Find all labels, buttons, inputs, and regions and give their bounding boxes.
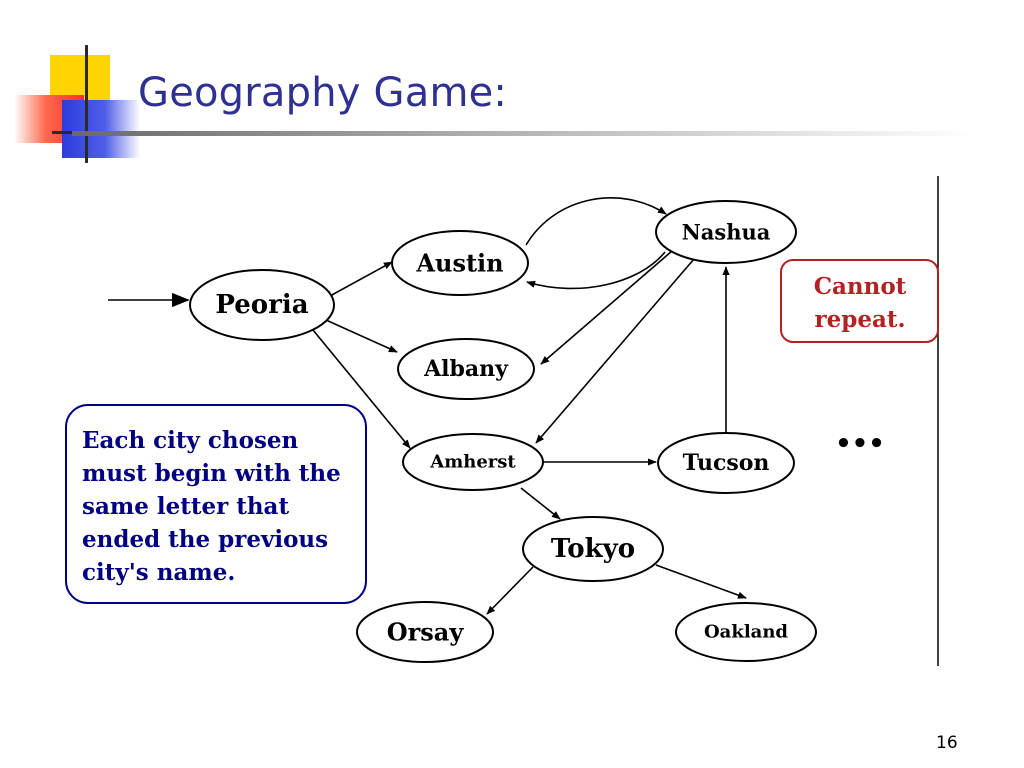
note-line: city's name. <box>82 559 235 586</box>
city-node-albany: Albany <box>397 338 535 400</box>
note-line: same letter that <box>82 493 289 520</box>
edge-peoria-to-austin <box>329 261 393 297</box>
edge-tokyo-to-oakland <box>655 564 747 599</box>
rule-note: Each city chosen must begin with the same … <box>65 404 367 604</box>
note-line: repeat. <box>814 306 905 333</box>
city-node-label: Orsay <box>387 618 465 647</box>
city-node-tokyo: Tokyo <box>522 516 664 582</box>
city-node-label: Nashua <box>682 220 771 245</box>
edge-amherst-to-tokyo <box>520 487 561 520</box>
city-node-label: Tokyo <box>551 534 635 564</box>
note-line: ended the previous <box>82 526 328 553</box>
repeat-note: Cannot repeat. <box>780 259 939 343</box>
city-node-ellipse <box>675 602 817 662</box>
city-node-orsay: Orsay <box>356 601 494 663</box>
edges-layer <box>108 197 747 615</box>
city-node-ellipse <box>356 601 494 663</box>
city-node-label: Tucson <box>683 450 770 476</box>
edge-tokyo-to-orsay <box>486 566 534 615</box>
edge-nashua-to-albany <box>540 250 673 365</box>
city-node-ellipse <box>657 432 795 494</box>
city-node-austin: Austin <box>391 230 529 296</box>
edge-austin-to-nashua <box>525 197 667 246</box>
city-node-ellipse <box>402 433 544 491</box>
city-node-ellipse <box>391 230 529 296</box>
rule-note-box <box>65 404 367 604</box>
edge-nashua-to-amherst <box>535 258 695 444</box>
city-node-label: Peoria <box>215 290 308 320</box>
city-node-amherst: Amherst <box>402 433 544 491</box>
slide-title: Geography Game: <box>138 70 508 116</box>
title-underline <box>72 131 972 136</box>
title-decoration-blue <box>62 100 140 158</box>
city-node-label: Oakland <box>704 622 788 643</box>
edge-peoria-to-amherst <box>312 329 411 449</box>
city-node-label: Albany <box>423 356 509 382</box>
city-node-tucson: Tucson <box>657 432 795 494</box>
rule-note-text: Each city chosen must begin with the same … <box>82 427 341 586</box>
title-decoration-vertical-line <box>85 45 88 163</box>
city-node-ellipse <box>397 338 535 400</box>
city-node-ellipse <box>522 516 664 582</box>
city-node-label: Amherst <box>429 452 516 473</box>
city-node-ellipse <box>655 200 797 264</box>
note-line: Cannot <box>814 273 907 300</box>
note-line: Each city chosen <box>82 427 299 454</box>
repeat-note-box <box>780 259 939 343</box>
city-node-nashua: Nashua <box>655 200 797 264</box>
edge-nashua-to-austin <box>526 251 666 290</box>
repeat-note-text: Cannot repeat. <box>814 273 907 333</box>
city-node-label: Austin <box>415 249 503 278</box>
city-node-oakland: Oakland <box>675 602 817 662</box>
page-number: 16 <box>936 733 958 753</box>
edge-peoria-to-albany <box>325 319 398 353</box>
city-node-peoria: Peoria <box>189 269 335 341</box>
city-node-ellipse <box>189 269 335 341</box>
note-line: must begin with the <box>82 460 341 487</box>
more-cities-ellipsis: ••• <box>835 429 885 459</box>
